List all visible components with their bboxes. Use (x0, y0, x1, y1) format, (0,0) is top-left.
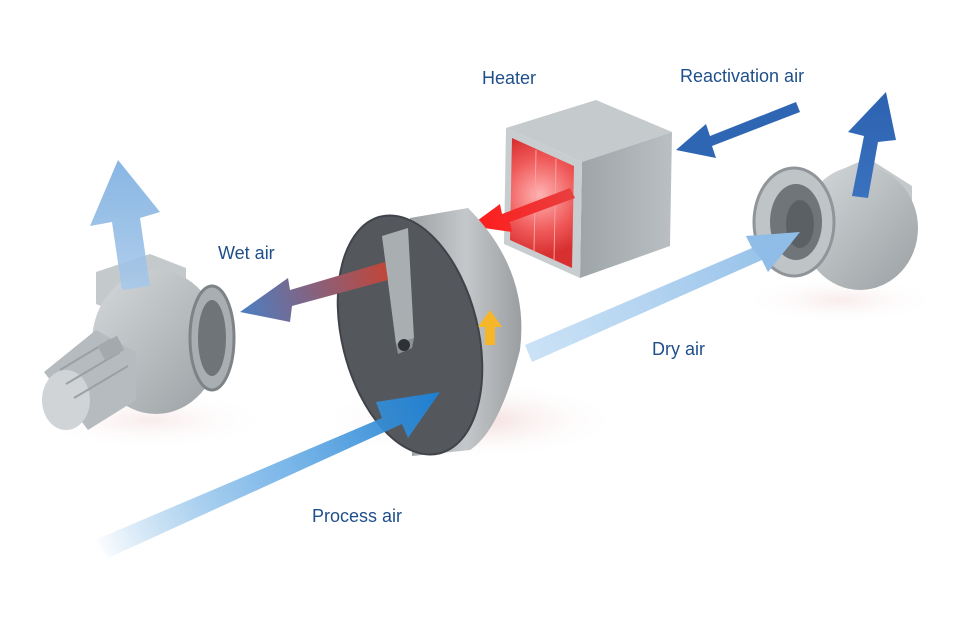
process-air-fan (752, 158, 918, 290)
reactivation-air-label: Reactivation air (680, 66, 805, 86)
wet-air-arrow (240, 262, 388, 322)
floor-shadow-fan-right (740, 276, 940, 324)
dry-air-exhaust-arrow (848, 92, 896, 198)
sector-plate (382, 228, 414, 344)
heater-label: Heater (482, 68, 537, 88)
heater-box (504, 100, 672, 278)
dry-air-arrow (525, 232, 800, 362)
wheel-hub (398, 339, 410, 351)
process-air-label: Process air (312, 506, 403, 526)
wet-air-fan (42, 254, 236, 430)
process-air-arrow (95, 392, 440, 558)
reactivation-air-arrow (676, 102, 800, 158)
rotation-arrow-icon (478, 310, 502, 345)
wet-air-label: Wet air (218, 243, 275, 263)
dry-air-arrow-tip (746, 232, 800, 272)
dry-air-label: Dry air (652, 339, 705, 359)
hot-air-arrow (470, 188, 575, 232)
wet-air-exhaust-arrow (90, 160, 160, 290)
